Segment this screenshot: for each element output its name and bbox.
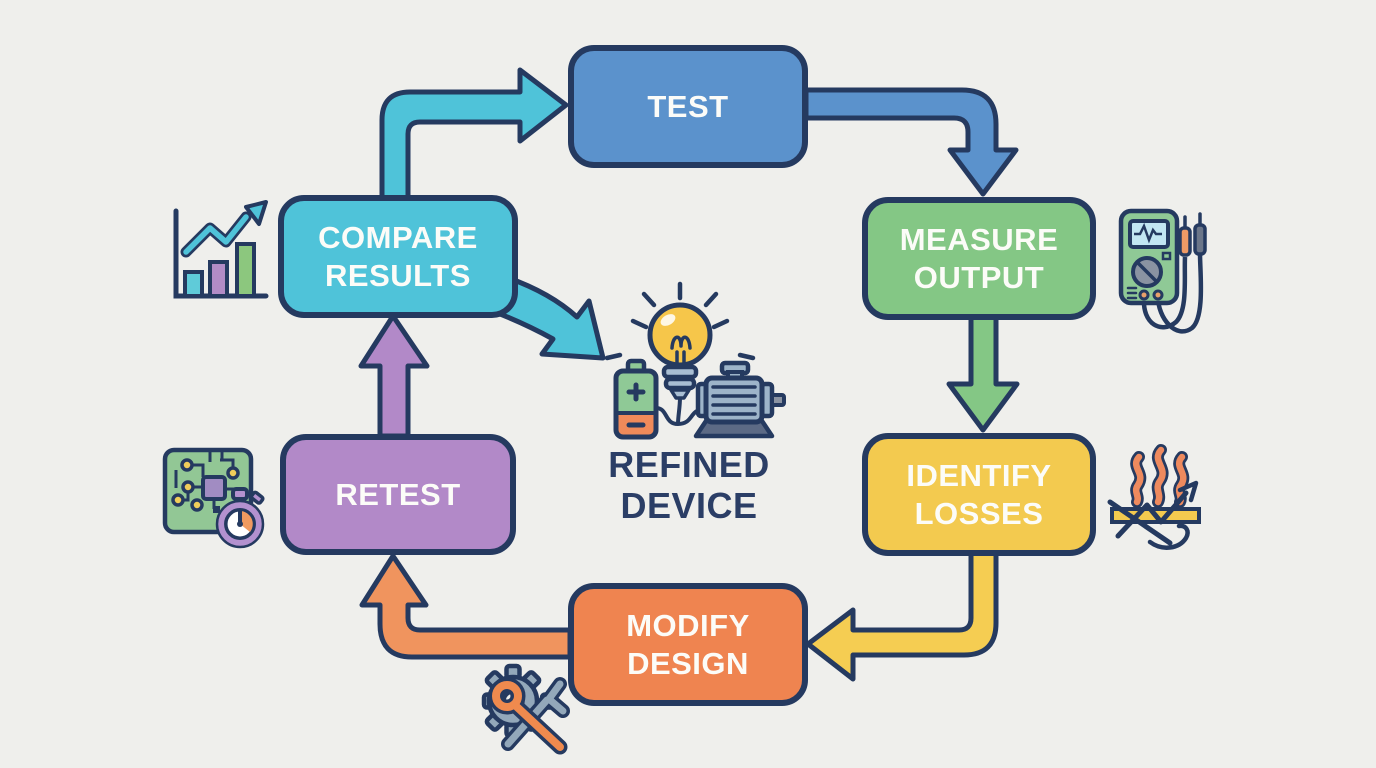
battery-icon <box>613 358 659 440</box>
bar-chart-growth-icon <box>173 200 269 299</box>
motor-icon <box>693 360 786 439</box>
node-measure-output-label: MEASURE OUTPUT <box>899 221 1059 295</box>
flow-arrows <box>358 67 1020 682</box>
arrow-modify-to-retest <box>359 553 573 660</box>
heat-loss-icon <box>1107 444 1201 550</box>
node-test-label: TEST <box>647 88 729 124</box>
node-identify-losses: IDENTIFY LOSSES <box>862 433 1096 556</box>
node-measure-output: MEASURE OUTPUT <box>862 197 1096 320</box>
node-modify-design: MODIFY DESIGN <box>568 583 808 706</box>
gear-wrench-icon <box>481 663 570 755</box>
arrow-identify-to-modify <box>805 549 999 682</box>
lightbulb-icon <box>604 281 756 400</box>
refined-device-icons <box>604 281 786 440</box>
node-retest: RETEST <box>280 434 516 555</box>
node-retest-label: RETEST <box>335 476 461 512</box>
node-test: TEST <box>568 45 808 168</box>
node-compare-results: COMPARE RESULTS <box>278 195 518 318</box>
refined-device-label: REFINED DEVICE <box>608 444 770 527</box>
node-modify-design-label: MODIFY DESIGN <box>626 607 750 681</box>
arrow-measure-to-identify <box>946 313 1020 433</box>
multimeter-icon <box>1118 208 1207 334</box>
node-identify-losses-label: IDENTIFY LOSSES <box>906 457 1052 531</box>
orange-wrench <box>488 677 568 755</box>
circuit-stopwatch-icon <box>162 447 265 549</box>
arrow-retest-to-compare <box>358 313 430 439</box>
node-compare-results-label: COMPARE RESULTS <box>318 219 478 293</box>
stopwatch <box>215 487 265 549</box>
arrow-compare-to-test <box>379 67 569 203</box>
arrow-test-to-measure <box>803 87 1019 197</box>
